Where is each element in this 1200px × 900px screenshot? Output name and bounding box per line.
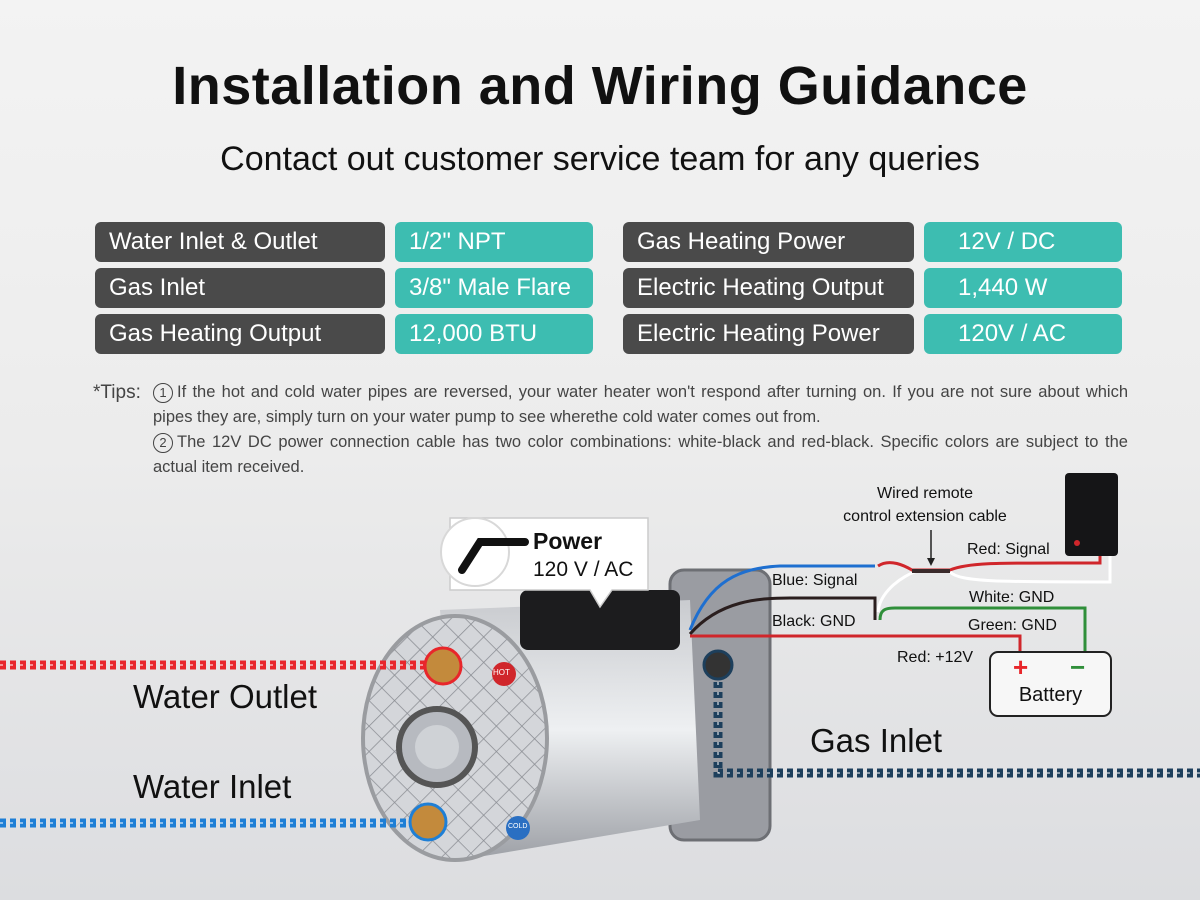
tip-text: The 12V DC power connection cable has tw… xyxy=(153,433,1128,476)
spec-value: 12V / DC xyxy=(924,222,1122,262)
tip-number: 2 xyxy=(153,433,173,453)
green-gnd-wire xyxy=(878,606,1087,652)
gas-inlet-label: Gas Inlet xyxy=(810,722,943,759)
cold-badge: COLD xyxy=(508,823,528,830)
red-12v-label: Red: +12V xyxy=(897,649,974,666)
page-title: Installation and Wiring Guidance xyxy=(172,56,1028,116)
white-gnd-label: White: GND xyxy=(969,589,1055,606)
water-outlet-label: Water Outlet xyxy=(133,678,317,715)
battery-plus: + xyxy=(1013,652,1029,682)
cold-inlet-fitting xyxy=(408,802,448,842)
tip-text: If the hot and cold water pipes are reve… xyxy=(153,383,1128,426)
remote-control xyxy=(1065,473,1118,556)
gas-inlet-fitting xyxy=(702,649,734,681)
battery-minus: − xyxy=(1070,652,1086,682)
battery-label: Battery xyxy=(1018,684,1083,706)
red-signal-label: Red: Signal xyxy=(967,541,1050,558)
tip-number: 1 xyxy=(153,383,173,403)
spec-label: Gas Inlet xyxy=(95,268,385,308)
remote-cable-label: Wired remote xyxy=(876,485,974,502)
spec-value: 3/8" Male Flare xyxy=(395,268,593,308)
battery xyxy=(989,651,1112,717)
hot-badge: HOT xyxy=(493,668,510,677)
spec-value: 1/2" NPT xyxy=(395,222,593,262)
spec-value: 120V / AC xyxy=(924,314,1122,354)
red-signal-wire xyxy=(877,550,1102,572)
blue-signal-label: Blue: Signal xyxy=(772,572,858,589)
page-subtitle: Contact out customer service team for an… xyxy=(220,140,980,178)
power-title: Power xyxy=(533,528,603,554)
blue-signal-wire xyxy=(688,564,875,631)
spec-value: 12,000 BTU xyxy=(395,314,593,354)
hot-outlet-fitting xyxy=(423,646,463,686)
spec-label: Electric Heating Power xyxy=(623,314,914,354)
control-box xyxy=(520,590,680,650)
power-value: 120 V / AC xyxy=(533,558,634,581)
gas-pipe xyxy=(713,672,1200,778)
white-gnd-wire xyxy=(876,555,1112,613)
spec-label: Water Inlet & Outlet xyxy=(95,222,385,262)
black-gnd-label: Black: GND xyxy=(772,613,856,630)
green-gnd-label: Green: GND xyxy=(968,617,1057,634)
spec-value: 1,440 W xyxy=(924,268,1122,308)
remote-cable-label: control extension cable xyxy=(843,508,1007,525)
spec-label: Electric Heating Output xyxy=(623,268,914,308)
black-gnd-wire xyxy=(688,596,877,635)
water-inlet-label: Water Inlet xyxy=(133,768,292,805)
tips-label: *Tips: xyxy=(93,382,141,403)
spec-label: Gas Heating Power xyxy=(623,222,914,262)
spec-label: Gas Heating Output xyxy=(95,314,385,354)
